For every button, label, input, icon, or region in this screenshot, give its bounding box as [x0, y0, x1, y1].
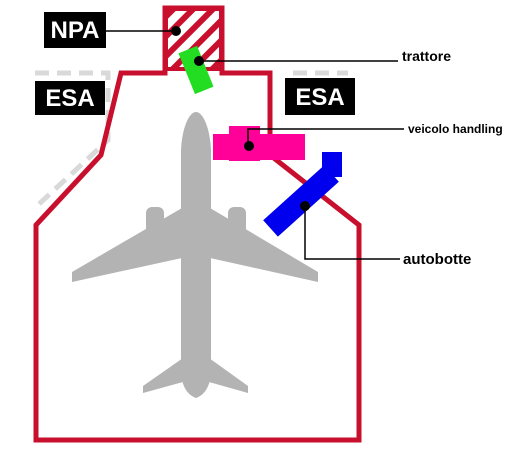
esa-right-label-box: ESA	[285, 78, 355, 115]
npa-label-box: NPA	[44, 12, 106, 48]
autobotte-leader-line	[304, 206, 400, 260]
aircraft-right-engine	[228, 207, 246, 239]
esa-left-label-box: ESA	[35, 81, 105, 115]
veicolo-handling-dot	[244, 141, 254, 151]
aircraft-left-wing	[72, 208, 182, 282]
leader-dots	[171, 26, 310, 211]
aircraft-left-engine	[146, 207, 164, 239]
npa-dot	[171, 26, 181, 36]
veicolo-handling-vehicle	[213, 126, 305, 161]
aircraft-silhouette	[72, 112, 318, 398]
leader-lines	[106, 30, 404, 260]
aircraft-right-wing	[210, 208, 318, 282]
veicolo-handling-label: veicolo handling	[408, 122, 503, 136]
trattore-dot	[194, 56, 204, 66]
trattore-label: trattore	[402, 48, 451, 64]
autobotte-label: autobotte	[403, 251, 471, 268]
esa-left-label: ESA	[45, 85, 94, 112]
esa-right-label: ESA	[295, 84, 344, 111]
safety-area-boundary	[33, 5, 362, 443]
esa-left-dashed-border	[35, 70, 111, 207]
autobotte-vehicle	[263, 152, 342, 237]
aircraft-left-tailplane	[143, 358, 183, 393]
autobotte-dot	[300, 201, 310, 211]
aircraft-right-tailplane	[209, 358, 248, 393]
aircraft-fuselage	[181, 112, 211, 398]
esa-dashed-borders	[35, 70, 348, 207]
npa-label: NPA	[51, 17, 100, 44]
veicolo-handling-leader-line	[247, 128, 404, 145]
trattore-vehicle	[178, 45, 214, 95]
